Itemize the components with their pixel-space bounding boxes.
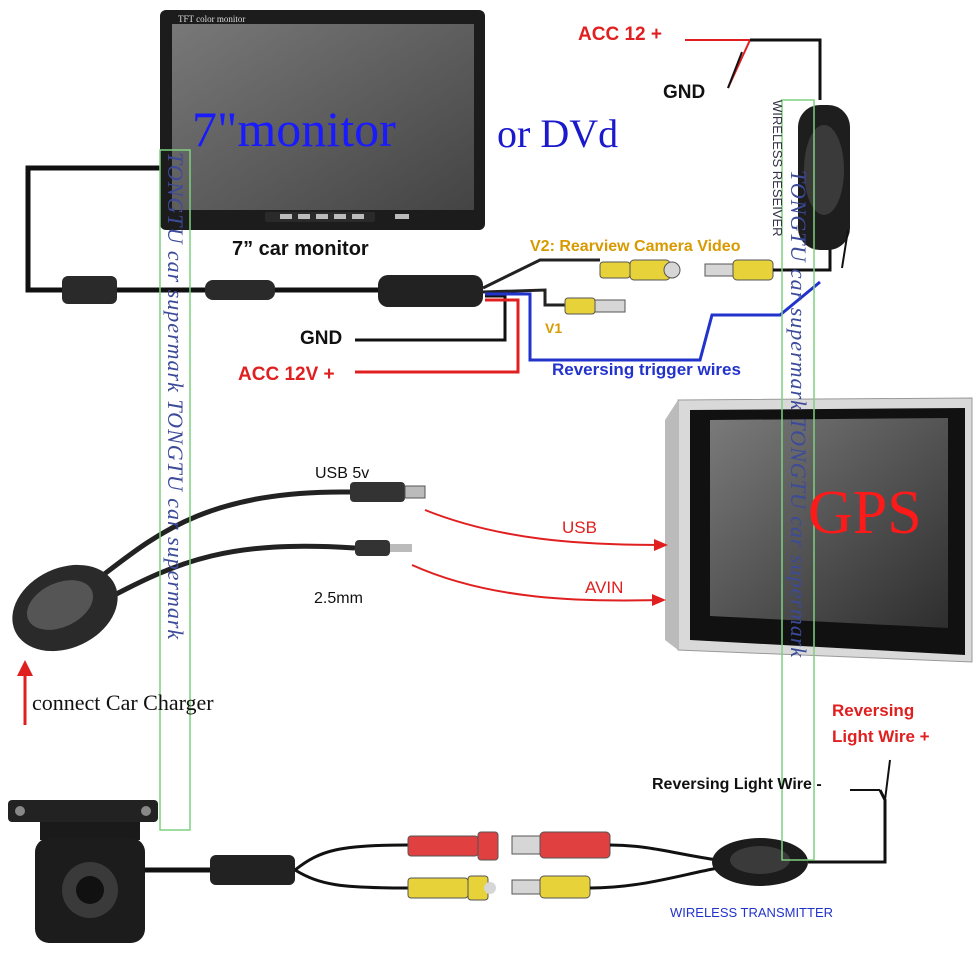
monitor-title-label: 7"monitor [192,101,396,157]
watermark-frame-right [781,99,815,861]
transmitter-video-yellow-connector [511,875,591,899]
gps-label: GPS [808,479,922,547]
rear-camera-device [8,800,158,943]
transmitter-power-red-connector [511,831,611,859]
gnd-top-label: GND [663,82,706,103]
wireless-transmitter-device [712,838,808,886]
usb5v-label: USB 5v [315,465,370,482]
rca-v1-connector [564,297,626,315]
avin-plug [355,540,390,556]
v2-label: V2: Rearview Camera Video [530,238,741,255]
watermark-frame-left [159,149,191,831]
car-charger-wireless-transmitter [12,564,118,652]
watermark-left: TONGTU car supermark TONGTU car supermar… [163,152,188,641]
monitor-brand-label: TFT color monitor [178,14,246,24]
reversing-light-minus-label: Reversing Light Wire - [652,776,822,793]
reversing-light-plus-label: Reversing Light Wire + [832,701,930,746]
acc12v-label: ACC 12V + [238,364,335,385]
car-monitor-label: 7” car monitor [232,238,369,260]
camera-cable-junction [210,855,295,885]
acc12-top-label: ACC 12 + [578,24,662,45]
rca-v2-female-connector [599,259,681,281]
or-dvd-label: or DVd [497,111,619,156]
car-charger-label: connect Car Charger [32,690,214,715]
wireless-receiver-label: WIRELESS RESEIVER [770,100,785,237]
cable-connector-mid [205,280,275,300]
rca-v2-male-connector [704,259,774,281]
usb-plug [350,482,405,502]
v1-label: V1 [545,320,563,336]
watermark-right: TONGTU car supermark TONGTU car supermar… [786,170,811,659]
gnd-mid-label: GND [300,328,343,349]
camera-video-yellow-connector [407,875,496,901]
wireless-transmitter-label: WIRELESS TRANSMITTER [670,905,834,920]
reversing-trigger-label: Reversing trigger wires [552,360,741,379]
2-5mm-label: 2.5mm [314,590,363,607]
usb-label: USB [562,518,597,537]
cable-connector-left [62,276,117,304]
harness-connector [378,275,483,307]
gps-device [665,397,973,663]
car-monitor-device [160,10,485,230]
camera-power-red-connector [407,831,499,861]
avin-label: AVIN [585,578,624,597]
